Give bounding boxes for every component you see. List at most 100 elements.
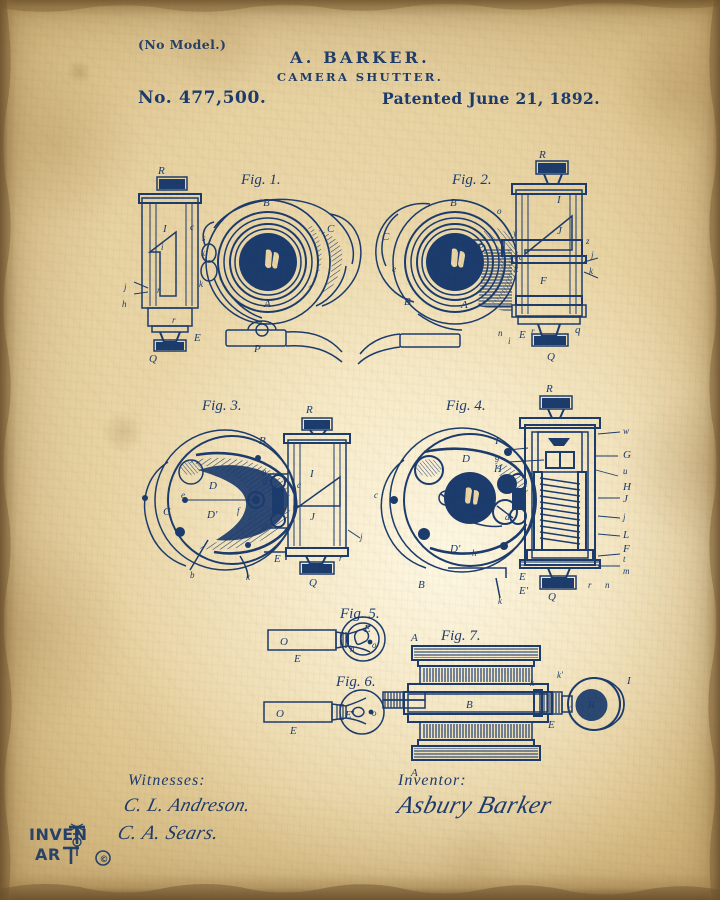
witnesses-label: Witnesses:: [128, 772, 206, 789]
ref-label: h: [472, 548, 477, 558]
svg-text:©: ©: [100, 855, 109, 865]
watermark-tripod-icon: [63, 823, 85, 864]
ref-label: i: [161, 242, 164, 252]
ref-label: r: [339, 553, 343, 563]
ref-label: c: [374, 490, 378, 500]
ref-label: P: [253, 343, 261, 355]
page-title: CAMERA SHUTTER.: [276, 70, 444, 84]
ref-label: j: [590, 250, 594, 260]
ref-label: k: [498, 596, 503, 606]
ref-label: E': [344, 709, 355, 721]
ref-label: k: [589, 266, 594, 276]
ref-label: t: [623, 554, 626, 564]
ref-label: j: [622, 512, 626, 522]
ref-label: J: [623, 493, 629, 505]
ref-label: o: [372, 640, 377, 650]
header-inventor-name: A. BARKER.: [290, 48, 430, 67]
ref-label: c: [519, 252, 523, 262]
figure-fig5: Fig. 5. O E E n o: [267, 606, 386, 665]
ref-label: D: [208, 480, 217, 492]
ref-label: D: [461, 453, 470, 465]
ref-label: D': [449, 543, 461, 555]
ref-label: E: [547, 719, 555, 731]
ref-label: B: [404, 296, 411, 308]
ref-label: k: [530, 678, 535, 688]
ref-label: E: [363, 623, 371, 635]
ref-label: d: [505, 512, 510, 522]
ref-label: C: [382, 231, 390, 243]
ref-label: B: [466, 699, 473, 711]
ref-label: C: [163, 506, 171, 518]
ref-label: k': [557, 670, 564, 680]
ref-label: A: [410, 632, 418, 644]
ref-label: o: [479, 240, 484, 250]
ref-label: a: [507, 478, 512, 488]
figure-title: Fig. 3.: [201, 398, 242, 414]
ref-label: R: [587, 699, 595, 711]
inventor-signature: Asbury Barker: [394, 792, 555, 819]
figure-fig3: Fig. 3.: [142, 398, 363, 589]
watermark-line-2: AR: [35, 845, 61, 864]
ref-label: E: [293, 653, 301, 665]
inventor-label: Inventor:: [398, 772, 467, 789]
figure-title: Fig. 6.: [335, 674, 376, 690]
copyright-icon: ©: [95, 850, 111, 866]
ref-label: Q: [149, 353, 157, 365]
ref-label: B: [263, 197, 270, 209]
ref-label: Q: [548, 591, 556, 603]
ref-label: r: [531, 326, 535, 336]
invent-art-watermark: INVEN AR ©: [29, 823, 111, 866]
figure-title: Fig. 7.: [440, 628, 481, 644]
ref-label: e: [181, 490, 185, 500]
ref-label: c: [297, 480, 301, 490]
ref-label: u: [623, 466, 628, 476]
ref-label: y: [512, 228, 517, 238]
ref-label: g: [495, 452, 500, 462]
ref-label: e: [392, 264, 396, 274]
ref-label: I: [556, 194, 562, 206]
ref-label: m: [623, 566, 630, 576]
ref-label: g: [274, 500, 279, 510]
ref-label: I: [162, 223, 168, 235]
no-model-note: (No Model.): [138, 37, 227, 52]
ref-label: c: [568, 703, 572, 713]
ref-label: n: [605, 580, 610, 590]
ref-label: F: [622, 543, 630, 555]
ref-label: H: [493, 463, 503, 475]
ref-label: k: [514, 264, 519, 274]
ref-label: Q: [309, 577, 317, 589]
ref-label: r: [157, 285, 161, 295]
ref-label: R: [538, 149, 546, 161]
ref-label: R: [545, 383, 553, 395]
ref-label: r: [172, 315, 176, 325]
ref-label: H: [622, 481, 632, 493]
ref-label: d: [263, 477, 268, 487]
ref-label: r: [588, 580, 592, 590]
ref-label: D': [206, 509, 218, 521]
ref-label: z: [585, 236, 590, 246]
figure-title: Fig. 4.: [445, 398, 486, 414]
ref-label: Q: [547, 351, 555, 363]
ref-label: o: [497, 206, 502, 216]
ref-label: d: [262, 522, 267, 532]
ref-label: A: [410, 767, 418, 779]
ref-label: O: [276, 708, 284, 720]
ref-label: f: [237, 506, 241, 516]
ref-label: j: [123, 282, 127, 292]
ref-label: R: [157, 165, 165, 177]
ref-label: E': [518, 585, 529, 597]
ref-label: I: [626, 675, 632, 687]
ref-label: a: [262, 467, 267, 477]
ref-label: B: [259, 435, 266, 447]
figure-fig4: Fig. 4.: [374, 383, 632, 606]
figure-title: Fig. 1.: [240, 172, 281, 188]
ref-label: R: [305, 404, 313, 416]
ref-label: A: [460, 299, 468, 311]
patent-date: Patented June 21, 1892.: [381, 89, 600, 108]
ref-label: n: [498, 328, 503, 338]
ref-label: I: [309, 468, 315, 480]
ref-label: h: [122, 299, 127, 309]
ref-label: E: [518, 571, 526, 583]
ref-label: i: [508, 336, 511, 346]
